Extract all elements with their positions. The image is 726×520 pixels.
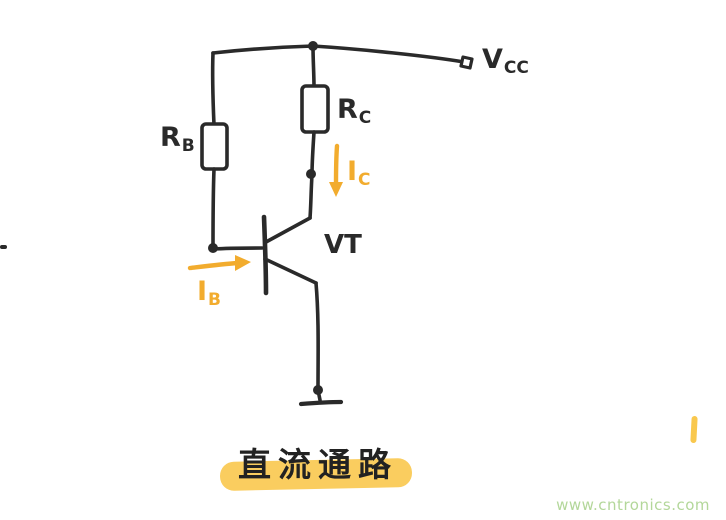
vcc-label-sub: CC xyxy=(503,58,529,78)
vcc-terminal xyxy=(459,55,474,70)
rc-label: RC xyxy=(337,96,371,127)
transistor-label: VT xyxy=(324,230,362,260)
diagram-title: 直流通路 xyxy=(238,445,398,484)
transistor-collector-lead xyxy=(264,216,312,244)
ic-label-sub: C xyxy=(358,170,371,190)
junction-dot-base xyxy=(208,243,218,253)
rc-label-sub: C xyxy=(358,108,372,128)
edge-stray-mark xyxy=(0,245,7,249)
wire-top xyxy=(211,44,466,64)
vcc-label-main: V xyxy=(482,44,504,75)
ib-current-label: IB xyxy=(197,278,221,309)
ic-current-label: IC xyxy=(347,158,371,189)
ib-label-main: I xyxy=(197,276,209,307)
rc-label-main: R xyxy=(337,94,359,125)
diagram-title-block: 直流通路 xyxy=(218,438,418,494)
ic-label-main: I xyxy=(347,156,359,187)
rb-label-sub: B xyxy=(181,136,195,156)
vcc-label: VCC xyxy=(482,46,529,77)
watermark-text: www.cntronics.com xyxy=(556,496,710,514)
ic-current-arrow xyxy=(333,143,340,187)
ib-arrowhead-icon xyxy=(235,255,251,271)
wire-right-upper xyxy=(311,44,316,89)
wire-left-lower xyxy=(211,167,216,250)
ground-symbol xyxy=(298,399,344,407)
resistor-rc xyxy=(300,84,330,134)
junction-dot-emitter xyxy=(313,385,323,395)
ib-current-arrow xyxy=(187,260,241,271)
transistor-emitter-lead xyxy=(263,257,318,285)
ic-arrowhead-icon xyxy=(329,182,343,197)
junction-dot-collector xyxy=(306,169,316,179)
wire-emitter xyxy=(314,281,322,402)
wire-left-upper xyxy=(210,51,216,127)
transistor-base-bar xyxy=(261,214,269,296)
wire-base xyxy=(211,246,264,251)
resistor-rb xyxy=(200,122,229,171)
rb-label: RB xyxy=(160,124,195,155)
ib-label-sub: B xyxy=(208,290,222,310)
rb-label-main: R xyxy=(160,122,182,153)
junction-dot-top xyxy=(308,41,318,51)
